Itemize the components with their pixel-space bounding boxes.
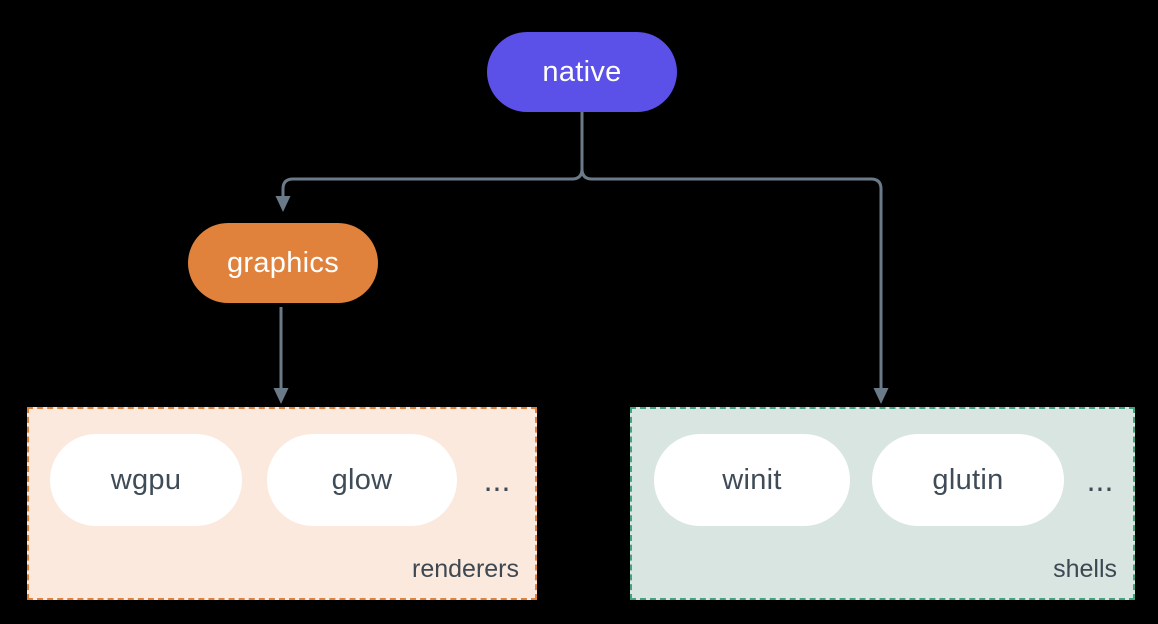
arrowhead-icon: [275, 196, 291, 212]
shells-ellipsis: ...: [1086, 461, 1114, 498]
group-renderers: wgpu glow ... renderers: [27, 407, 537, 600]
node-glow: glow: [267, 434, 457, 526]
arrowhead-icon: [873, 388, 889, 404]
edge-native-graphics: [281, 112, 584, 197]
renderers-ellipsis: ...: [483, 461, 511, 498]
node-native: native: [487, 32, 677, 112]
group-shells: winit glutin ... shells: [630, 407, 1135, 600]
node-winit: winit: [654, 434, 850, 526]
group-label-shells: shells: [1053, 555, 1117, 583]
node-wgpu: wgpu: [50, 434, 242, 526]
group-label-renderers: renderers: [412, 555, 519, 583]
arrowhead-icon: [273, 388, 289, 404]
node-graphics: graphics: [188, 223, 378, 303]
edge-native-shells: [580, 112, 883, 389]
node-glutin: glutin: [872, 434, 1064, 526]
